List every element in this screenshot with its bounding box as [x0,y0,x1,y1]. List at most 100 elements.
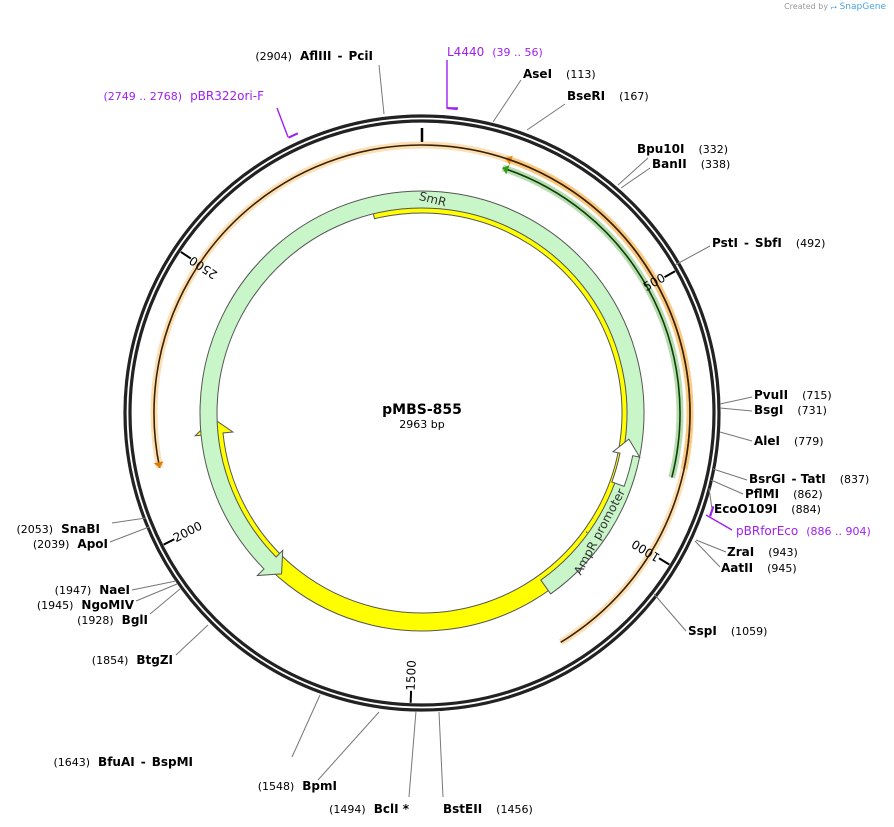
site-leader [719,431,753,442]
primer-name: pBR322ori-F [190,89,264,103]
site-leader [620,167,651,189]
site-position: (715) [802,389,832,402]
site-leader [695,539,727,553]
primer-leader [705,514,733,531]
orf-arrowhead [502,164,510,175]
site-label[interactable]: (1945) NgoMIV [37,598,135,612]
site-enzyme-name: SspI [688,624,717,638]
site-position: (837) [840,473,870,486]
site-enzyme-name: ApoI [77,537,108,551]
primer-mark [287,132,299,139]
site-leader [526,103,566,131]
site-label[interactable]: BanII(338) [652,157,730,171]
site-label[interactable]: (1947)NaeI [55,583,130,597]
site-label[interactable]: (2053)SnaBI [17,522,100,536]
site-enzyme-name: BtgZI [136,653,173,667]
site-position: (945) [767,562,797,575]
site-position: (731) [797,404,827,417]
site-label[interactable]: BsrGI-TatI (837) [749,472,869,486]
site-leader [617,157,649,186]
site-label[interactable]: (2904)AflIII-PciI [255,49,373,63]
primer-label[interactable]: L4440(39 .. 56) [447,45,543,59]
site-label[interactable]: (1643)BfuAI-BspMI [53,755,193,769]
site-enzyme-name: BsrGI [749,472,786,486]
tick-mark [664,270,676,279]
site-leader [719,407,753,412]
primer-label[interactable]: (2749 .. 2768)pBR322ori-F [104,89,265,103]
primer-label[interactable]: pBRforEco(886 .. 904) [736,524,871,538]
site-enzyme-name: PstI [712,236,738,250]
site-label[interactable]: PflMI (862) [745,487,823,501]
credit-created-by: Created by [784,2,829,11]
site-leader [378,64,385,115]
site-label[interactable]: AseI(113) [523,67,596,81]
site-label[interactable]: (1854)BtgZI [92,653,173,667]
site-leader [492,79,522,123]
primer-leader [276,107,289,138]
site-separator: - [338,49,343,63]
site-label[interactable]: PvuII (715) [754,388,832,402]
site-leader [719,396,753,405]
tick-label: 1500 [404,660,419,691]
site-label[interactable]: (1494)BclI * [329,802,410,816]
orf-arrowhead [153,461,164,468]
site-enzyme-name: Bpu10I [637,142,684,156]
feature-ampr-promoter[interactable] [611,438,641,488]
site-label[interactable]: SspI(1059) [688,624,767,638]
site-enzyme-name: BspMI [152,755,193,769]
site-leader [131,580,177,591]
site-enzyme-name: AatII [721,561,753,575]
site-enzyme-name: AleI [754,434,780,448]
site-enzyme-name: EcoO109I [714,502,777,516]
tick-label: 2000 [171,519,205,545]
site-enzyme-name: SnaBI [61,522,100,536]
site-label[interactable]: EcoO109I(884) [714,502,821,516]
site-enzyme-name: NgoMIV [81,598,134,612]
site-label[interactable]: PstI-SbfI(492) [712,236,825,250]
credit-brand: SnapGene [839,2,886,12]
site-separator: - [792,472,797,486]
feature-label: AmpR promoter [571,486,628,577]
primer-layer: L4440(39 .. 56) (2749 .. 2768)pBR322ori-F… [104,45,871,538]
site-position: (862) [793,488,823,501]
site-label[interactable]: (1928)BglI [77,613,148,627]
site-position: (2039) [33,538,70,551]
site-position: (779) [794,435,824,448]
site-enzyme-name: SbfI [755,236,782,250]
site-enzyme-name: TatI [801,472,826,486]
site-leader [175,624,209,656]
site-position: (1456) [496,803,533,816]
feature-label: SmR [418,189,448,209]
site-position: (167) [619,90,649,103]
site-label[interactable]: BstEII (1456) [443,802,533,816]
feature-smr[interactable] [199,190,645,595]
site-position: (332) [698,143,728,156]
site-label[interactable]: Bpu10I (332) [637,142,728,156]
site-enzyme-name: PvuII [754,388,788,402]
site-enzyme-name: AflIII [300,49,332,63]
site-label[interactable]: BseRI(167) [567,89,649,103]
site-label[interactable]: AatII (945) [721,561,797,575]
site-position: (1945) [37,599,74,612]
site-separator: - [141,755,146,769]
site-enzyme-name: BsgI [754,403,783,417]
site-label[interactable]: (1548)BpmI [258,779,337,793]
site-label[interactable]: AleI (779) [754,434,824,448]
site-enzyme-name: BstEII [443,802,482,816]
site-leader [694,540,721,568]
site-label[interactable]: BsgI (731) [754,403,827,417]
backbone-inner-ring [128,119,716,707]
primer-name: L4440 [447,45,484,59]
site-enzyme-name: AseI [523,67,552,81]
site-position: (1928) [77,614,114,627]
site-leader [438,711,444,798]
site-leader [317,711,380,781]
site-label[interactable]: (2039) ApoI [33,537,108,551]
site-label[interactable]: ZraI(943) [727,545,798,559]
site-leader [408,710,417,798]
site-position: (1947) [55,584,92,597]
site-enzyme-name: BclI * [374,802,410,816]
site-enzyme-name: PflMI [745,487,779,501]
site-leader [674,245,711,266]
